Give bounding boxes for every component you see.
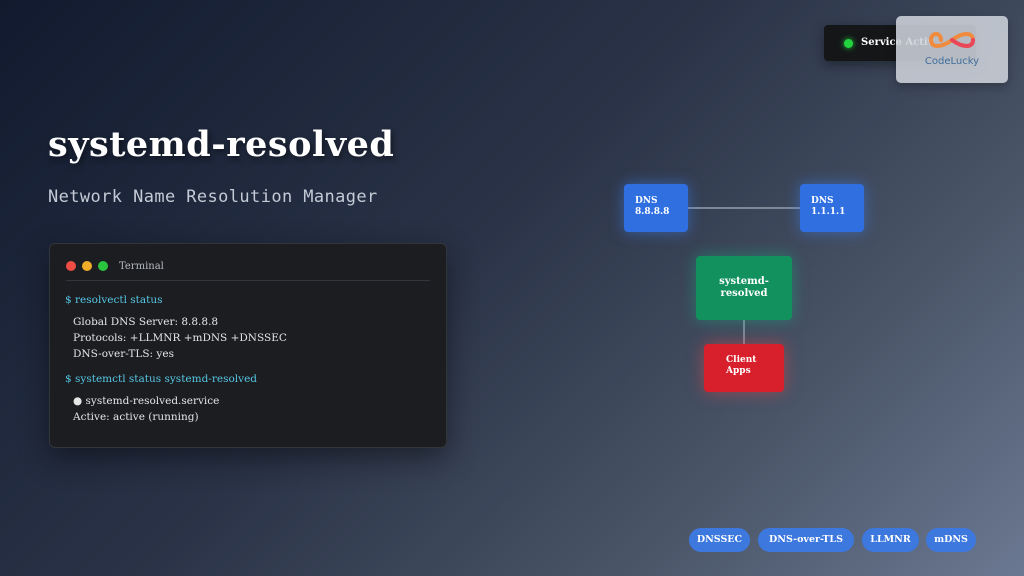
page-subtitle: Network Name Resolution Manager	[48, 187, 378, 207]
maximize-dot-icon[interactable]	[98, 261, 108, 271]
dns-server-1111-node: DNS 1.1.1.1	[800, 184, 864, 232]
terminal-output-line: Global DNS Server: 8.8.8.8	[73, 316, 219, 328]
terminal-command-line: $ resolvectl status	[65, 294, 163, 306]
page-title: systemd-resolved	[48, 124, 395, 165]
dns-node-address: 1.1.1.1	[811, 207, 846, 217]
dns-node-address: 8.8.8.8	[635, 207, 670, 217]
tag-dnssec: DNSSEC	[689, 528, 750, 552]
core-node-line1: systemd-	[719, 276, 769, 287]
client-node-line2: Apps	[726, 366, 751, 376]
status-indicator-icon	[844, 39, 853, 48]
tag-mdns: mDNS	[926, 528, 976, 552]
terminal-window: Terminal $ resolvectl status Global DNS …	[49, 243, 447, 448]
close-dot-icon[interactable]	[66, 261, 76, 271]
codelucky-logo: CodeLucky	[896, 16, 1008, 83]
logo-text: CodeLucky	[924, 56, 980, 67]
tag-llmnr: LLMNR	[862, 528, 919, 552]
terminal-output-line: ● systemd-resolved.service	[73, 395, 220, 407]
tag-dns-over-tls: DNS-over-TLS	[758, 528, 854, 552]
terminal-command-line: $ systemctl status systemd-resolved	[65, 373, 258, 385]
client-apps-node: Client Apps	[704, 344, 784, 392]
terminal-output-line: DNS-over-TLS: yes	[73, 348, 174, 360]
terminal-output-line: Active: active (running)	[73, 411, 199, 423]
infinity-logo-icon	[929, 32, 975, 48]
terminal-title: Terminal	[119, 261, 164, 272]
systemd-resolved-node: systemd- resolved	[696, 256, 792, 320]
client-node-line1: Client	[726, 355, 757, 365]
dns-node-label: DNS	[811, 196, 834, 206]
dns-node-label: DNS	[635, 196, 658, 206]
dns-server-8888-node: DNS 8.8.8.8	[624, 184, 688, 232]
terminal-output-line: Protocols: +LLMNR +mDNS +DNSSEC	[73, 332, 287, 344]
terminal-title-bar: Terminal	[66, 260, 430, 281]
minimize-dot-icon[interactable]	[82, 261, 92, 271]
core-node-line2: resolved	[720, 288, 768, 299]
